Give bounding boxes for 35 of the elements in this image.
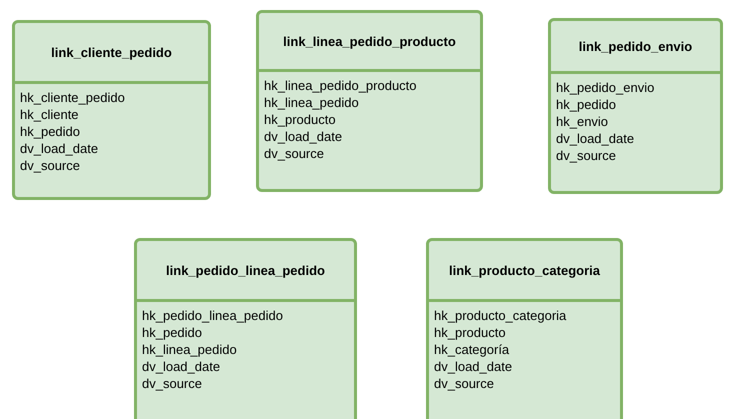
field-name: hk_pedido <box>556 96 617 113</box>
field-name: hk_producto <box>264 111 337 128</box>
field-name: dv_source <box>556 147 617 164</box>
field-name: dv_source <box>264 145 325 162</box>
field-name: dv_load_date <box>556 130 636 147</box>
field-name: hk_producto_categoria <box>434 307 568 324</box>
table-title: link_pedido_linea_pedido <box>166 262 325 278</box>
field-name: dv_load_date <box>264 128 344 145</box>
field-name: hk_cliente_pedido <box>20 89 126 106</box>
field-name: hk_pedido_linea_pedido <box>142 307 284 324</box>
table-title: link_linea_pedido_producto <box>283 34 456 48</box>
field-name: dv_source <box>142 375 203 392</box>
field-name: hk_linea_pedido <box>264 94 360 111</box>
field-name: dv_load_date <box>20 140 100 157</box>
table-box <box>134 238 357 419</box>
field-name: hk_cliente <box>20 106 80 123</box>
table-title: link_cliente_pedido <box>51 44 172 60</box>
table-box <box>12 20 211 200</box>
field-name: dv_source <box>20 157 81 174</box>
field-name: hk_producto <box>434 324 507 341</box>
field-name: dv_load_date <box>142 358 222 375</box>
table-title: link_producto_categoria <box>449 262 600 278</box>
table-title: link_pedido_envio <box>578 38 692 54</box>
field-name: hk_envio <box>556 113 610 130</box>
field-name: hk_linea_pedido <box>142 341 238 358</box>
field-name: dv_load_date <box>434 358 514 375</box>
field-name: hk_pedido_envio <box>556 79 656 96</box>
field-name: hk_pedido <box>20 123 81 140</box>
table-box <box>256 10 483 192</box>
field-name: hk_pedido <box>142 324 203 341</box>
table-box <box>548 18 723 194</box>
field-name: hk_linea_pedido_producto <box>264 77 418 94</box>
field-name: hk_categoría <box>434 341 510 358</box>
table-box <box>426 238 623 419</box>
field-name: dv_source <box>434 375 495 392</box>
